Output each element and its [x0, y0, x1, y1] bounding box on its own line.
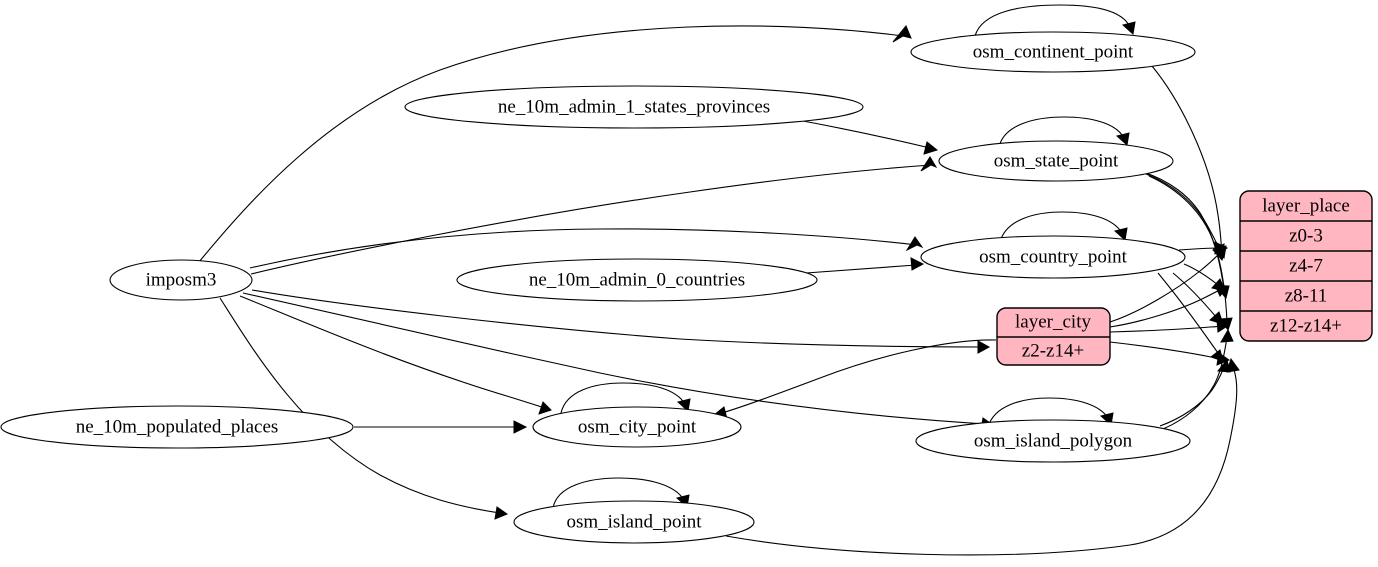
- edge-imposm3-to-layer_city: [251, 289, 991, 354]
- node-ne_10m_populated_places[interactable]: ne_10m_populated_places: [0, 405, 354, 449]
- edge-ne_populated-to-osm_city_point: [354, 420, 528, 434]
- edge-imposm3-to-osm_island_point: [219, 297, 509, 520]
- edge-layer_city-to-layer_place-z0-3: [1109, 247, 1227, 323]
- node-osm_island_point[interactable]: osm_island_point: [513, 500, 755, 544]
- edge-self-loop-osm_city_point: [560, 382, 691, 414]
- edge-self-loop-osm_country_point: [999, 211, 1128, 243]
- edge-layer_city-to-layer_place-z12-z14+: [1109, 341, 1231, 366]
- edge-layer_city-to-osm_city_point: [712, 339, 997, 420]
- node-osm_state_point[interactable]: osm_state_point: [938, 140, 1174, 182]
- node-layer_city[interactable]: layer_city z2-z14+: [996, 307, 1111, 366]
- node-ne_10m_admin_1_states_provinces[interactable]: ne_10m_admin_1_states_provinces: [404, 85, 864, 129]
- edge-osm_island_point-to-layer_place-z12-z14+: [725, 357, 1240, 556]
- edge-imposm3-to-osm_city_point: [239, 295, 552, 415]
- node-layer_place[interactable]: layer_place z0-3 z4-7 z8-11 z12-z14+: [1239, 190, 1373, 342]
- node-osm_continent_point[interactable]: osm_continent_point: [910, 31, 1196, 73]
- edge-osm_island_polygon-to-layer_place-z12-z14+: [1159, 358, 1231, 427]
- node-osm_city_point[interactable]: osm_city_point: [532, 406, 742, 448]
- edge-osm_island_polygon-to-layer_place-z8-11: [1162, 328, 1234, 430]
- node-ne_10m_admin_0_countries[interactable]: ne_10m_admin_0_countries: [456, 258, 818, 302]
- edge-imposm3-to-osm_country_point: [249, 228, 924, 269]
- edge-osm_country_point-to-layer_place-z8-11: [1172, 272, 1224, 325]
- node-osm_country_point[interactable]: osm_country_point: [920, 235, 1186, 279]
- edge-layer_city-to-layer_place-z4-7: [1109, 284, 1229, 328]
- edge-ne_states-to-osm_state_point: [802, 120, 939, 155]
- edge-self-loop-osm_state_point: [998, 116, 1130, 148]
- edge-imposm3-to-osm_continent_point: [198, 25, 912, 263]
- edge-imposm3-to-osm_state_point: [250, 156, 938, 275]
- edge-layer_city-to-layer_place-z8-11: [1109, 319, 1231, 333]
- node-layer: imposm3 ne_10m_admin_1_states_provinces …: [0, 31, 1373, 544]
- edge-self-loop-osm_continent_point: [974, 4, 1136, 37]
- node-imposm3[interactable]: imposm3: [109, 259, 253, 301]
- edge-osm_state_point-to-layer_place-z4-7: [1145, 173, 1230, 300]
- edge-ne_countries-to-osm_country_point: [805, 257, 925, 274]
- edge-layer: [198, 4, 1240, 556]
- node-osm_island_polygon[interactable]: osm_island_polygon: [915, 419, 1191, 463]
